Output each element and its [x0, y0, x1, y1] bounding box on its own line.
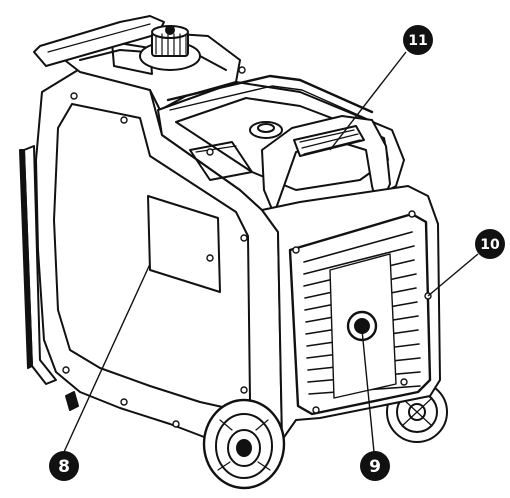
fuel-cap [139, 25, 201, 71]
label-plate [147, 195, 221, 293]
callout-9-label: 9 [369, 457, 381, 477]
fan-cover-knob [346, 310, 378, 342]
leader-8 [63, 263, 151, 453]
leader-lines [63, 51, 479, 453]
callout-11: 11 [403, 25, 433, 55]
carry-handle [261, 115, 391, 215]
callout-8-label: 8 [58, 457, 70, 477]
callout-9: 9 [360, 451, 390, 481]
callout-8: 8 [49, 451, 79, 481]
generator-illustration [19, 15, 448, 490]
leader-10 [427, 253, 479, 297]
leader-11 [329, 51, 407, 151]
screws [62, 66, 432, 428]
callout-11-label: 11 [408, 33, 427, 49]
callouts: 8 9 10 11 [49, 25, 505, 481]
callout-10-label: 10 [480, 237, 500, 253]
callout-10: 10 [475, 229, 505, 259]
leader-9 [361, 329, 375, 453]
front-wheel [202, 398, 286, 490]
